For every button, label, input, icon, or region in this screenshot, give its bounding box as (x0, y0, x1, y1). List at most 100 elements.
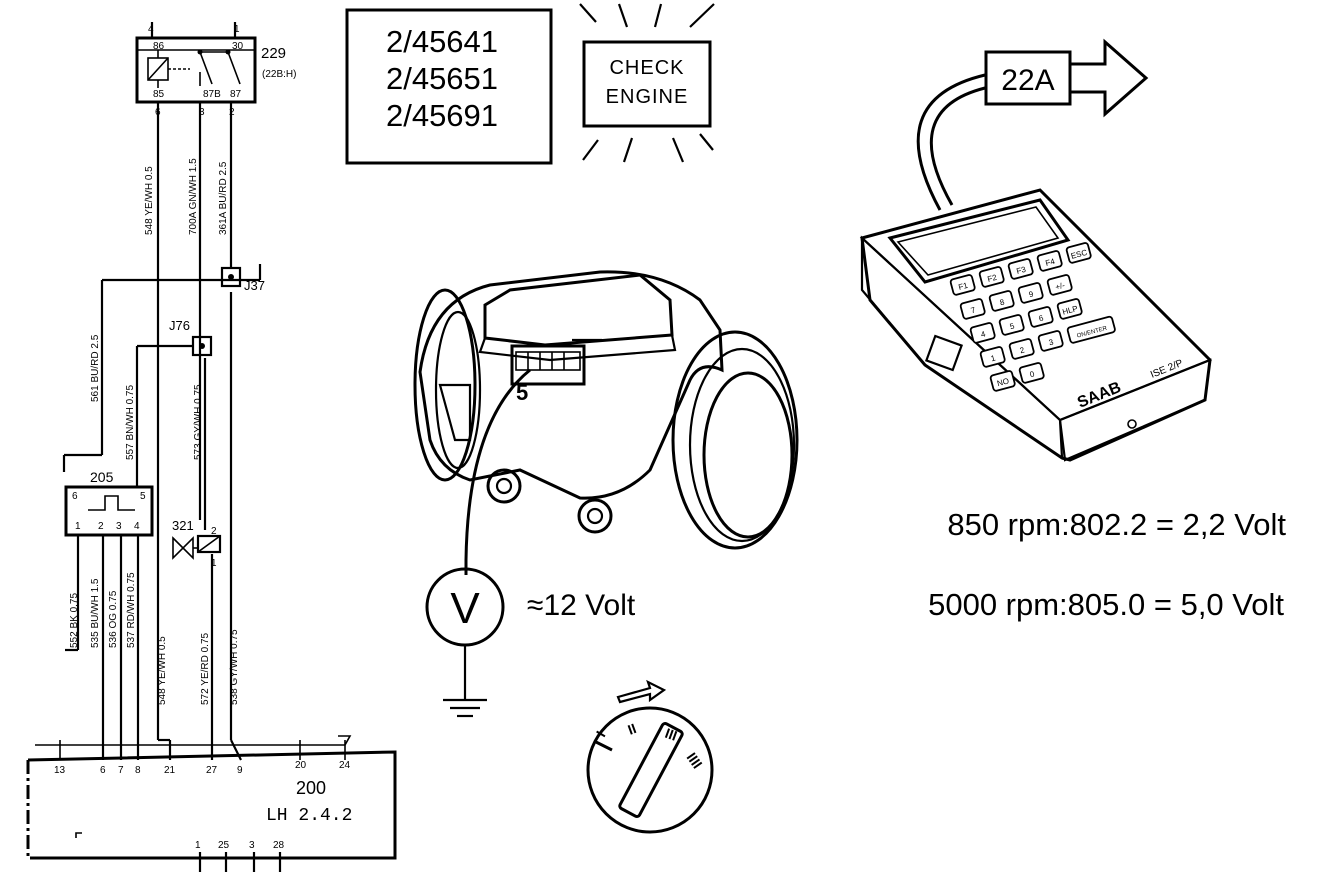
tester-key-label: ESC (1070, 248, 1088, 261)
tester-screen (887, 198, 1071, 284)
svg-text:J37: J37 (244, 278, 265, 293)
fault-codes-box: 2/45641 2/45651 2/45691 (345, 8, 553, 165)
tester-key[interactable]: 9 (1017, 282, 1044, 304)
tester-key-label: 2 (1019, 345, 1026, 355)
voltmeter-symbol: V (450, 584, 480, 633)
tester-key-cap (978, 266, 1005, 288)
tester-key-cap (1007, 258, 1034, 280)
wire-bundle (35, 102, 352, 761)
rotate-arrow-icon (616, 679, 667, 704)
tester-key-cap (1027, 306, 1054, 328)
svg-text:25: 25 (218, 840, 230, 851)
tester-key[interactable]: ESC (1065, 242, 1092, 264)
svg-text:2: 2 (211, 526, 217, 537)
tester-key-cap (1017, 282, 1044, 304)
tester-key-cap (1056, 298, 1083, 320)
reading-5000: 5000 rpm:805.0 = 5,0 Volt (928, 587, 1284, 622)
wire-label-573: 573 GY/WH 0.75 (193, 384, 204, 460)
tester-key[interactable]: +/- (1046, 274, 1073, 296)
tester-key-cap (998, 314, 1025, 336)
svg-text:9: 9 (237, 765, 243, 776)
tester-key-cap (1066, 315, 1116, 344)
key-slot-icon (618, 722, 684, 818)
relay-229: 4 1 86 30 85 87B 87 6 3 2 229 (22B:H) (135, 22, 296, 118)
tester-key-label: 7 (970, 305, 977, 315)
svg-text:27: 27 (206, 765, 218, 776)
tester-key[interactable]: F1 (949, 274, 976, 296)
wire-label-538: 538 GY/WH 0.75 (229, 629, 240, 705)
probe-wire (464, 368, 531, 575)
tester-key[interactable]: 2 (1008, 338, 1035, 360)
svg-text:3: 3 (249, 840, 255, 851)
module-205: 205 6 5 1 2 3 4 (64, 469, 154, 537)
maf-pin-label: 5 (516, 380, 528, 405)
wire-label-536: 536 OG 0.75 (108, 590, 119, 648)
tester-key[interactable]: 6 (1027, 306, 1054, 328)
relay-pin-85: 85 (153, 89, 165, 100)
wire-label-700a: 700A GN/WH 1.5 (188, 158, 199, 235)
ecu-200: 13 6 7 8 21 27 9 20 24 200 LH 2.4.2 1 25… (26, 750, 397, 872)
tester-key-label: F3 (1015, 265, 1027, 276)
wire-label-548: 548 YE/WH 0.5 (144, 166, 155, 235)
tester-key[interactable]: 8 (988, 290, 1015, 312)
tester-key[interactable]: NO (989, 370, 1016, 392)
mesh-screen-icon (702, 371, 794, 539)
tester-key-label: F1 (957, 281, 969, 292)
fault-code-2: 2/45651 (386, 61, 498, 96)
tester-key[interactable]: 0 (1018, 362, 1045, 384)
diagnostic-tester: 22A SAAB ISE 2/P (859, 38, 1212, 462)
tester-key-cap (979, 346, 1006, 368)
tester-key[interactable]: 3 (1037, 330, 1064, 352)
tester-key-label: 8 (999, 297, 1006, 307)
tester-key-cap (1008, 338, 1035, 360)
svg-text:8: 8 (135, 765, 141, 776)
tester-key[interactable]: F4 (1036, 250, 1063, 272)
ignition-switch: I II III IIII (586, 679, 714, 834)
svg-text:21: 21 (164, 765, 176, 776)
tester-key[interactable]: ON/ENTER (1066, 315, 1116, 344)
tester-cable (916, 73, 986, 211)
tester-key-label: NO (996, 376, 1010, 388)
tester-key-label: 3 (1048, 337, 1055, 347)
svg-text:1: 1 (211, 558, 217, 569)
tester-key[interactable]: F2 (978, 266, 1005, 288)
check-engine-line1: CHECK (609, 57, 684, 79)
tester-key-cap (959, 298, 986, 320)
module-205-ref: 205 (90, 469, 114, 485)
tester-key-label: F2 (986, 273, 998, 284)
svg-text:1: 1 (195, 840, 201, 851)
svg-text:7: 7 (118, 765, 124, 776)
tester-key[interactable]: 4 (969, 322, 996, 344)
tester-key-cap (1018, 362, 1045, 384)
fault-code-1: 2/45641 (386, 24, 498, 59)
wire-label-572: 572 YE/RD 0.75 (200, 632, 211, 705)
tester-key-label: F4 (1044, 257, 1056, 268)
tester-key[interactable]: HLP (1056, 298, 1083, 320)
voltmeter: V ≈12 Volt (425, 567, 636, 718)
check-engine-line2: ENGINE (606, 86, 689, 108)
tester-key[interactable]: 1 (979, 346, 1006, 368)
valve-icon (172, 536, 194, 560)
relay-pin-86: 86 (153, 41, 165, 52)
svg-text:24: 24 (339, 760, 351, 771)
wire-label-557: 557 BN/WH 0.75 (125, 385, 136, 460)
tester-key-cap (1036, 250, 1063, 272)
maf-sensor: 5 (413, 270, 799, 550)
wire-label-561: 561 BU/RD 2.5 (90, 334, 101, 402)
tester-key[interactable]: 5 (998, 314, 1025, 336)
tester-port-label: 22A (1001, 64, 1054, 97)
wire-label-552: 552 BK 0.75 (69, 593, 80, 648)
wire-label-548-bottom: 548 YE/WH 0.5 (157, 636, 168, 705)
fault-code-3: 2/45691 (386, 98, 498, 133)
valve-321: 321 2 1 (172, 518, 222, 569)
svg-text:28: 28 (273, 840, 285, 851)
junction-j76: J76 (169, 318, 213, 357)
pulse-icon (88, 495, 135, 511)
tester-key[interactable]: 7 (959, 298, 986, 320)
tester-key-label: 9 (1028, 289, 1035, 299)
tester-key-cap (988, 290, 1015, 312)
svg-text:2: 2 (98, 521, 104, 532)
relay-pin-87b: 87B (203, 89, 221, 100)
tester-key[interactable]: F3 (1007, 258, 1034, 280)
wire-labels: 548 YE/WH 0.5 700A GN/WH 1.5 361A BU/RD … (69, 158, 240, 705)
